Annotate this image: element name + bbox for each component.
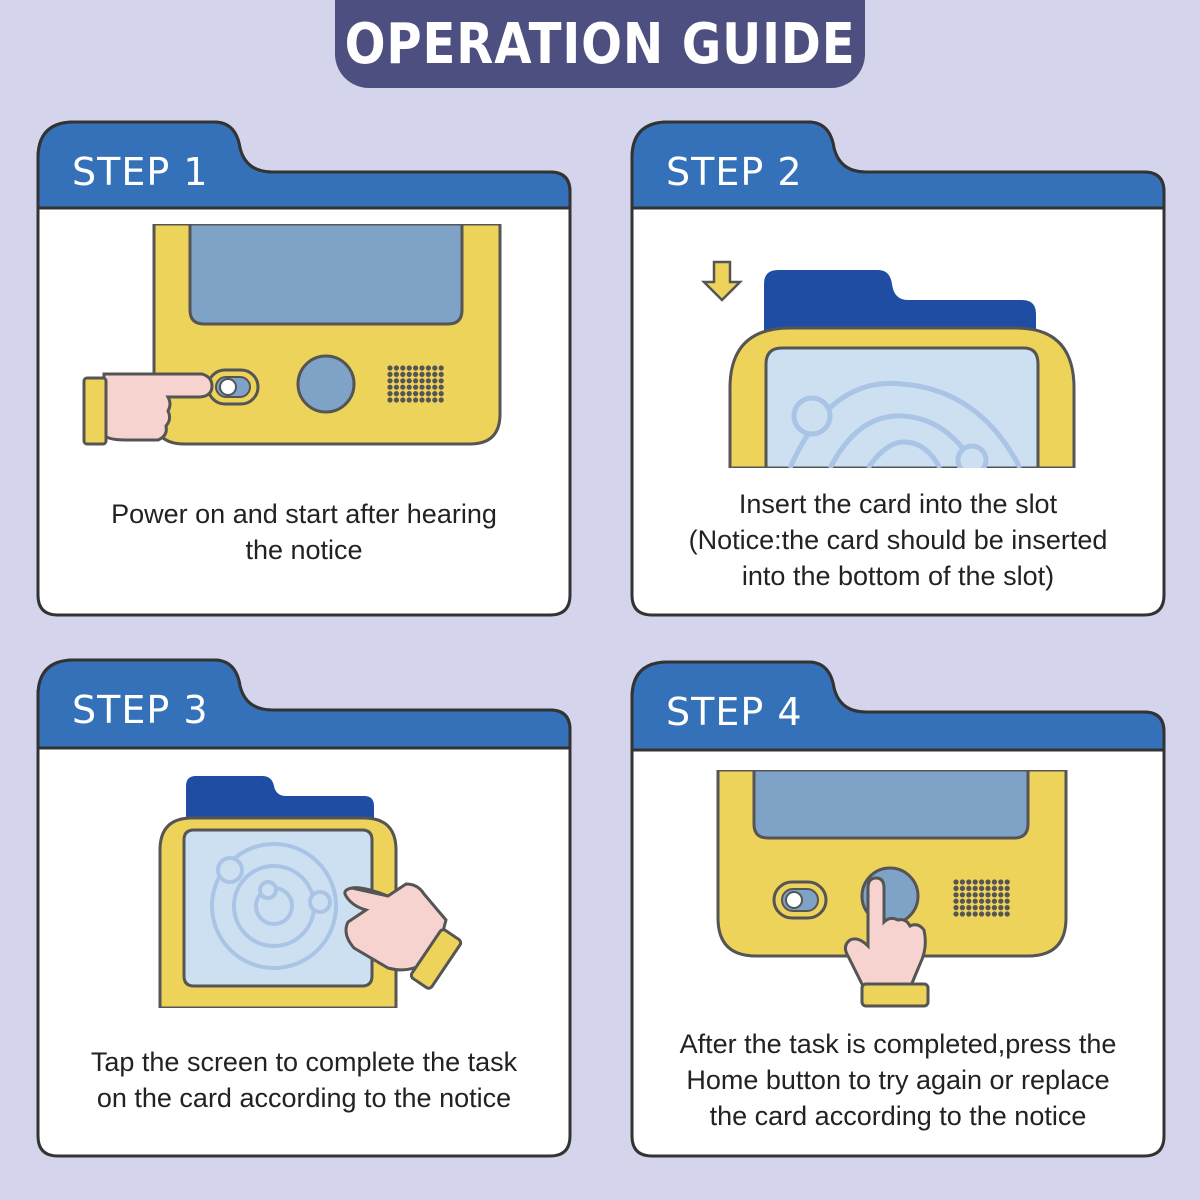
step-description-line: the notice — [245, 535, 363, 565]
step-description: After the task is completed,press the Ho… — [644, 1026, 1152, 1134]
step-description-line: Power on and start after hearing — [111, 499, 497, 529]
step-label: STEP 2 — [666, 150, 803, 194]
step-description: Tap the screen to complete the task on t… — [50, 1044, 558, 1116]
step-description: Insert the card into the slot (Notice:th… — [644, 486, 1152, 594]
step-description-line: into the bottom of the slot) — [741, 561, 1055, 591]
step-label: STEP 4 — [666, 690, 803, 734]
step-illustration — [156, 772, 486, 1008]
step-card-1: STEP 1 Power on and start after hearing … — [36, 120, 572, 617]
speaker-grille — [953, 879, 1010, 917]
step-description: Power on and start after hearing the not… — [50, 496, 558, 568]
down-arrow-icon — [700, 260, 744, 302]
step-description-line: (Notice:the card should be inserted — [688, 525, 1108, 555]
home-button — [296, 354, 356, 414]
step-description-line: After the task is completed,press the — [679, 1029, 1117, 1059]
step-card-2: STEP 2 Insert the card into the slot (No… — [630, 120, 1166, 617]
step-description-line: the card according to the notice — [709, 1101, 1087, 1131]
title-banner: OPERATION GUIDE — [335, 0, 865, 88]
step-illustration — [690, 256, 1100, 468]
step-illustration — [76, 224, 546, 456]
step-description-line: Home button to try again or replace — [686, 1065, 1110, 1095]
step-card-3: STEP 3 Tap the screen to complete the ta… — [36, 658, 572, 1158]
speaker-grille — [387, 365, 444, 403]
page-title: OPERATION GUIDE — [344, 11, 856, 77]
step-description-line: Insert the card into the slot — [738, 489, 1058, 519]
step-card-4: STEP 4 After the task is completed,press… — [630, 660, 1166, 1158]
step-label: STEP 3 — [72, 688, 209, 732]
step-label: STEP 1 — [72, 150, 209, 194]
step-illustration — [714, 770, 1074, 1010]
step-description-line: Tap the screen to complete the task — [90, 1047, 518, 1077]
step-description-line: on the card according to the notice — [96, 1083, 512, 1113]
